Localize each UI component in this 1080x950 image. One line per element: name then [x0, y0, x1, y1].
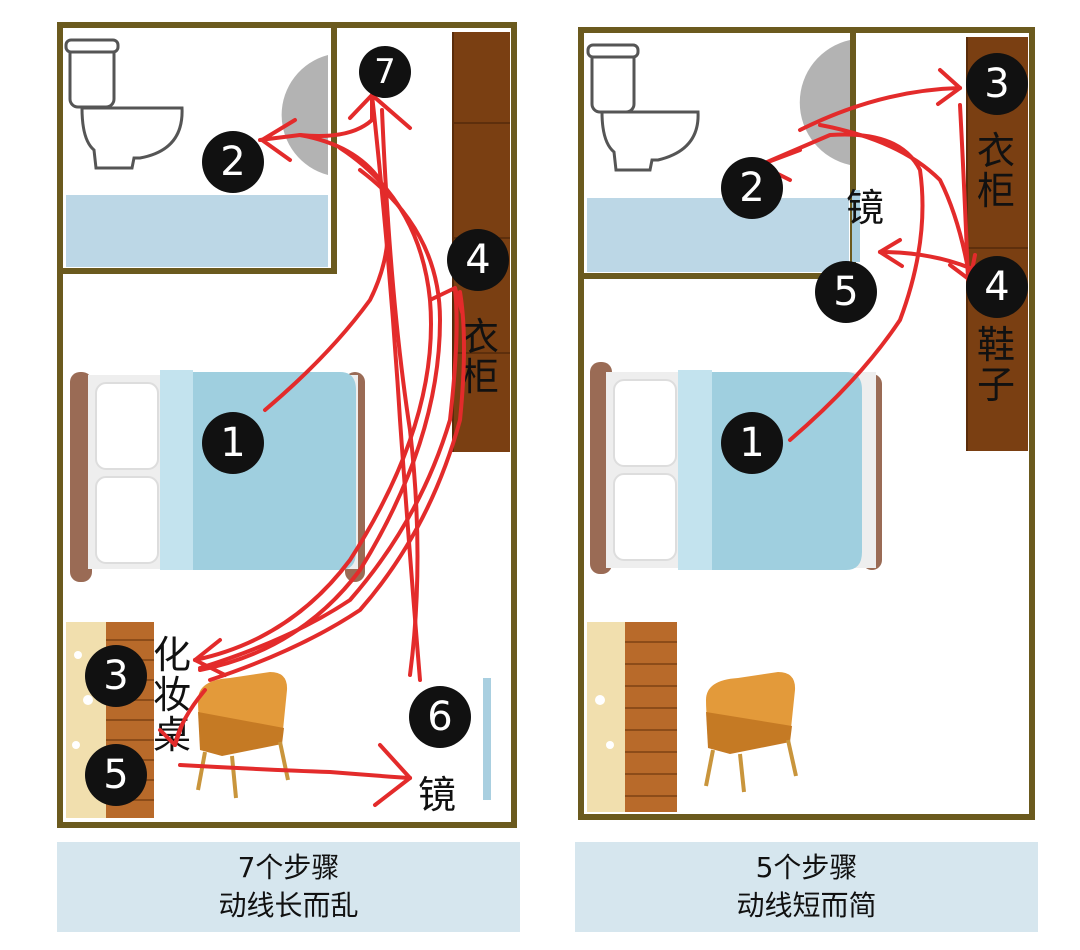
left-bathtub [66, 195, 328, 267]
right-bathtub [587, 198, 849, 272]
left-step-1: 1 [202, 412, 264, 474]
right-step-1: 1 [721, 412, 783, 474]
left-caption-desc: 动线长而乱 [218, 889, 359, 922]
left-step-4: 4 [447, 229, 509, 291]
left-dresser-label: 化 妆 桌 [152, 633, 191, 757]
left-chair-icon [196, 672, 290, 799]
right-caption: 5个步骤 动线短而简 [575, 842, 1038, 932]
left-caption: 7个步骤 动线长而乱 [57, 842, 520, 932]
right-shoes-label: 鞋 子 [976, 323, 1015, 407]
right-step-2: 2 [721, 157, 783, 219]
left-wardrobe-label: 衣 柜 [460, 315, 499, 399]
right-step-5: 5 [815, 261, 877, 323]
left-mirror-label: 镜 [418, 773, 457, 817]
right-mirror-label: 镜 [846, 186, 885, 230]
right-wardrobe-label: 衣 柜 [976, 129, 1015, 213]
left-bath-door-icon [281, 55, 328, 175]
left-step-5: 5 [85, 744, 147, 806]
left-caption-steps: 7个步骤 [237, 851, 340, 885]
right-chair-icon [704, 672, 798, 793]
right-caption-desc: 动线短而简 [736, 889, 877, 922]
left-step-3: 3 [85, 645, 147, 707]
left-toilet-icon [64, 38, 184, 170]
right-step-3: 3 [966, 53, 1028, 115]
left-step-6: 6 [409, 686, 471, 748]
left-step-7: 7 [359, 46, 411, 98]
left-step-2: 2 [202, 131, 264, 193]
right-toilet-icon [586, 43, 700, 172]
right-caption-steps: 5个步骤 [755, 851, 858, 885]
right-dresser-icon [587, 622, 677, 812]
right-step-4: 4 [966, 256, 1028, 318]
